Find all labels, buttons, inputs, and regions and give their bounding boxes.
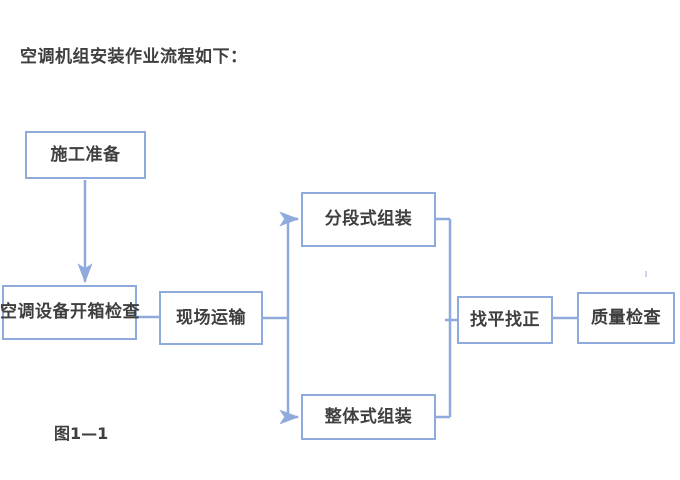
flow-node-label: 找平找正 [470,309,540,330]
flow-node-site-transport[interactable]: 现场运输 [159,291,263,345]
flow-node-label: 整体式组装 [324,406,413,427]
flow-node-label: 施工准备 [50,144,121,165]
flow-node-integral-assembly[interactable]: 整体式组装 [301,394,436,440]
flow-node-equipment-unboxing-inspection[interactable]: 空调设备开箱检查 [0,285,140,340]
flow-node-quality-inspection[interactable]: 质量检查 [577,292,675,344]
flow-node-leveling-alignment[interactable]: 找平找正 [457,296,553,344]
page-title: 空调机组安装作业流程如下： [20,47,248,67]
flow-node-label: 现场运输 [176,307,246,328]
flow-node-label: 空调设备开箱检查 [0,302,140,322]
flow-node-label: 质量检查 [591,307,661,328]
flow-node-label: 分段式组装 [324,209,413,229]
flow-node-sectional-assembly[interactable]: 分段式组装 [301,192,436,247]
figure-caption: 图1—1 [54,424,109,443]
flow-node-construction-preparation[interactable]: 施工准备 [25,131,146,179]
stray-mark [645,271,647,277]
